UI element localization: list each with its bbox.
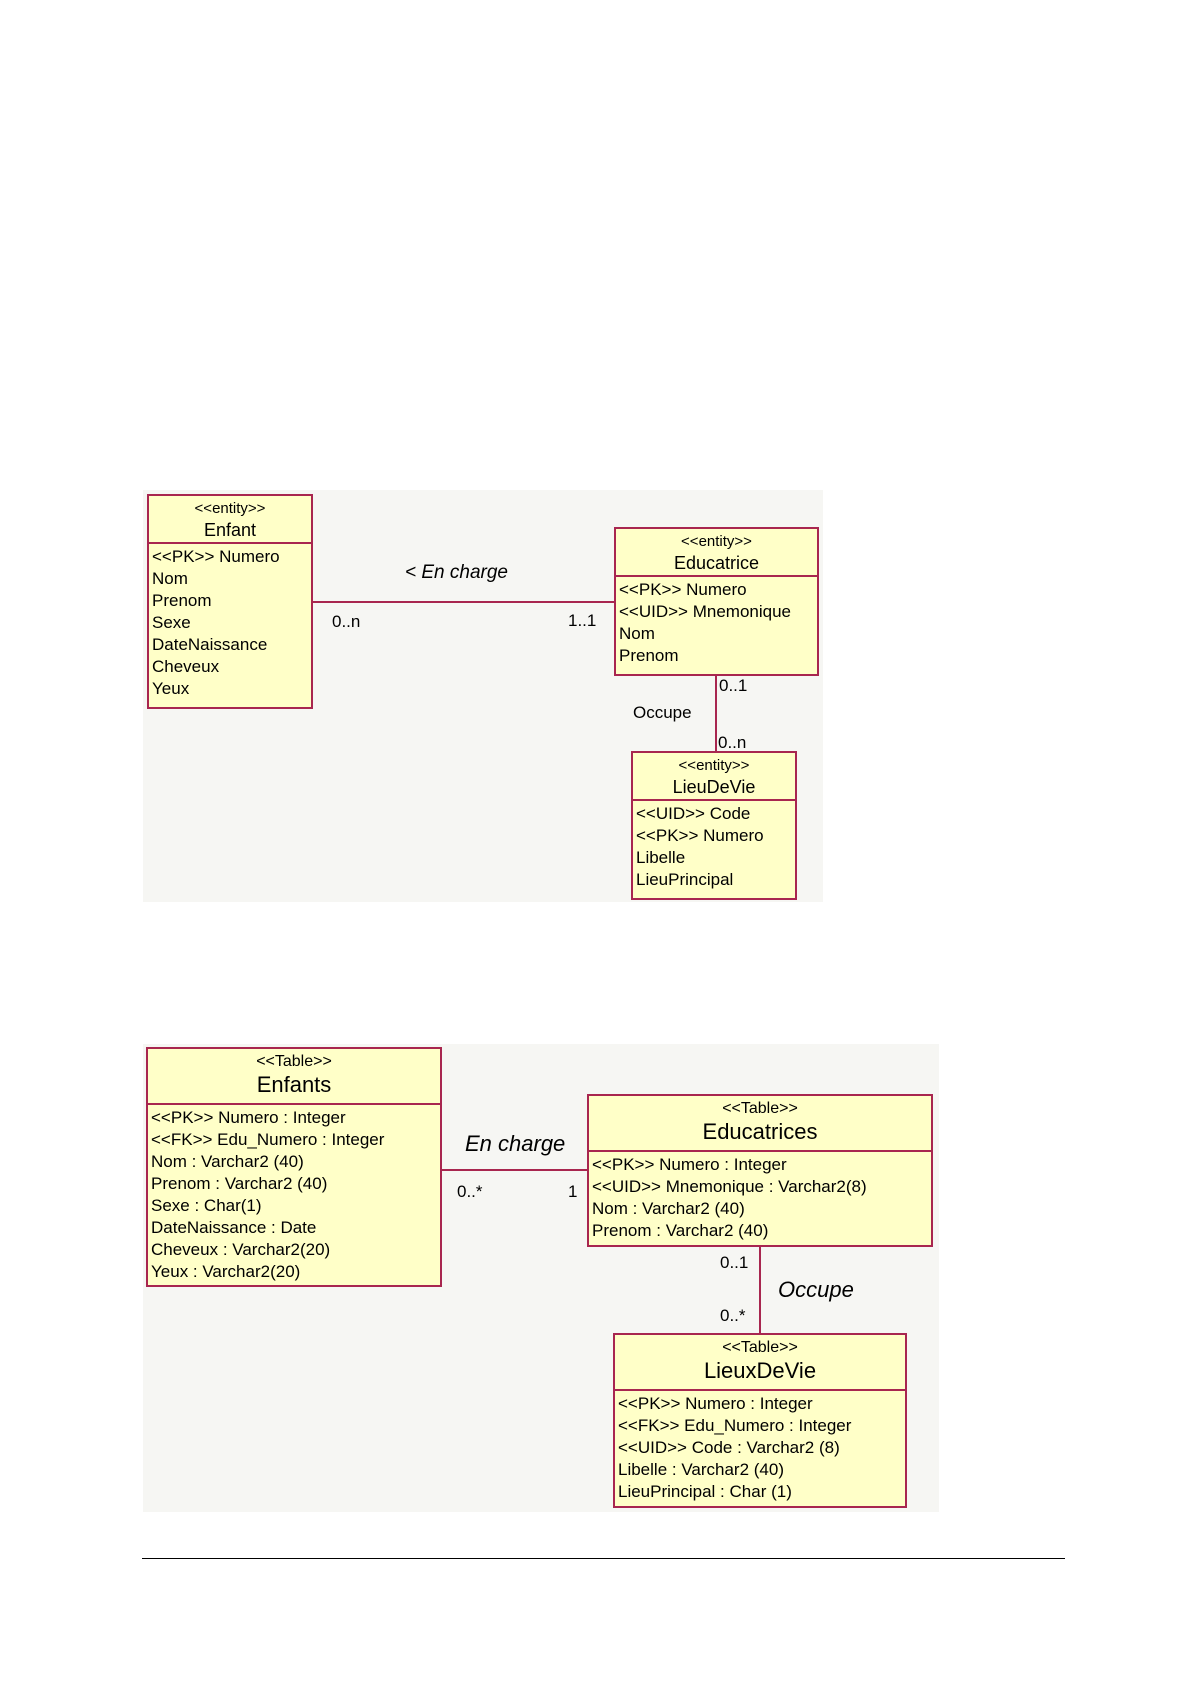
association-line-occupe	[759, 1247, 761, 1333]
association-line-en-charge	[442, 1169, 587, 1171]
column: DateNaissance : Date	[151, 1218, 317, 1237]
attribute-list: <<PK>> Numero <<UID>> Mnemonique Nom Pre…	[616, 577, 817, 667]
entity-name: LieuDeVie	[672, 777, 756, 797]
attribute: Nom	[152, 569, 188, 588]
attribute-list: <<UID>> Code <<PK>> Numero Libelle LieuP…	[633, 801, 795, 891]
attribute: DateNaissance	[152, 635, 268, 654]
attribute: Sexe	[152, 613, 191, 632]
table-stereotype: <<Table>>	[722, 1100, 798, 1117]
column-list: <<PK>> Numero : Integer <<FK>> Edu_Numer…	[148, 1105, 440, 1283]
table-lieuxdevie[interactable]: <<Table>> LieuxDeVie <<PK>> Numero : Int…	[613, 1333, 907, 1508]
column: Cheveux : Varchar2(20)	[151, 1240, 331, 1259]
multiplicity-label: 0..1	[719, 676, 748, 695]
column: <<UID>> Mnemonique : Varchar2(8)	[592, 1177, 867, 1196]
association-line-occupe	[715, 676, 717, 751]
multiplicity-label: 1..1	[568, 611, 597, 630]
attribute: Libelle	[636, 848, 686, 867]
entity-stereotype: <<entity>>	[194, 500, 266, 517]
attribute: <<PK>> Numero	[636, 826, 764, 845]
column: Nom : Varchar2 (40)	[592, 1199, 745, 1218]
column: <<PK>> Numero : Integer	[618, 1394, 813, 1413]
attribute: <<PK>> Numero	[619, 580, 747, 599]
column-list: <<PK>> Numero : Integer <<FK>> Edu_Numer…	[615, 1391, 905, 1503]
column: Yeux : Varchar2(20)	[151, 1262, 301, 1281]
column: <<FK>> Edu_Numero : Integer	[618, 1416, 852, 1435]
attribute: <<PK>> Numero	[152, 547, 280, 566]
table-stereotype: <<Table>>	[256, 1053, 332, 1070]
association-label: < En charge	[405, 562, 508, 583]
column: <<PK>> Numero : Integer	[151, 1108, 346, 1127]
column: Nom : Varchar2 (40)	[151, 1152, 304, 1171]
table-name: Enfants	[256, 1072, 332, 1097]
column: LieuPrincipal : Char (1)	[618, 1482, 792, 1501]
entity-enfant[interactable]: <<entity>> Enfant <<PK>> Numero Nom Pren…	[147, 494, 313, 709]
table-name: Educatrices	[702, 1119, 818, 1144]
column: Sexe : Char(1)	[151, 1196, 262, 1215]
association-line-en-charge	[313, 601, 614, 603]
entity-stereotype: <<entity>>	[681, 533, 752, 550]
multiplicity-label: 0..n	[332, 612, 361, 631]
attribute: Prenom	[619, 646, 679, 665]
multiplicity-label: 1	[568, 1182, 578, 1201]
association-label: Occupe	[778, 1277, 854, 1302]
entity-stereotype: <<entity>>	[678, 757, 750, 774]
page-footer-rule	[142, 1558, 1065, 1559]
attribute: Yeux	[152, 679, 190, 698]
table-stereotype: <<Table>>	[722, 1339, 798, 1356]
attribute: LieuPrincipal	[636, 870, 734, 889]
table-educatrices[interactable]: <<Table>> Educatrices <<PK>> Numero : In…	[587, 1094, 933, 1247]
attribute: Cheveux	[152, 657, 220, 676]
attribute: Nom	[619, 624, 655, 643]
multiplicity-label: 0..*	[457, 1182, 483, 1201]
entity-name: Educatrice	[673, 553, 760, 573]
entity-name: Enfant	[203, 520, 257, 540]
column: <<FK>> Edu_Numero : Integer	[151, 1130, 385, 1149]
multiplicity-label: 0..n	[718, 733, 747, 752]
multiplicity-label: 0..*	[720, 1306, 746, 1325]
association-label: En charge	[465, 1131, 566, 1156]
table-name: LieuxDeVie	[703, 1358, 817, 1383]
attribute: <<UID>> Mnemonique	[619, 602, 791, 621]
table-enfants[interactable]: <<Table>> Enfants <<PK>> Numero : Intege…	[146, 1047, 442, 1287]
attribute: Prenom	[152, 591, 212, 610]
multiplicity-label: 0..1	[720, 1253, 749, 1272]
entity-lieudevie[interactable]: <<entity>> LieuDeVie <<UID>> Code <<PK>>…	[631, 751, 797, 900]
column: Prenom : Varchar2 (40)	[592, 1221, 769, 1240]
column: <<PK>> Numero : Integer	[592, 1155, 787, 1174]
column: <<UID>> Code : Varchar2 (8)	[618, 1438, 840, 1457]
attribute-list: <<PK>> Numero Nom Prenom Sexe DateNaissa…	[149, 544, 311, 700]
association-label: Occupe	[633, 703, 692, 722]
column: Prenom : Varchar2 (40)	[151, 1174, 328, 1193]
entity-educatrice[interactable]: <<entity>> Educatrice <<PK>> Numero <<UI…	[614, 527, 819, 676]
attribute: <<UID>> Code	[636, 804, 751, 823]
column-list: <<PK>> Numero : Integer <<UID>> Mnemoniq…	[589, 1152, 931, 1242]
column: Libelle : Varchar2 (40)	[618, 1460, 784, 1479]
